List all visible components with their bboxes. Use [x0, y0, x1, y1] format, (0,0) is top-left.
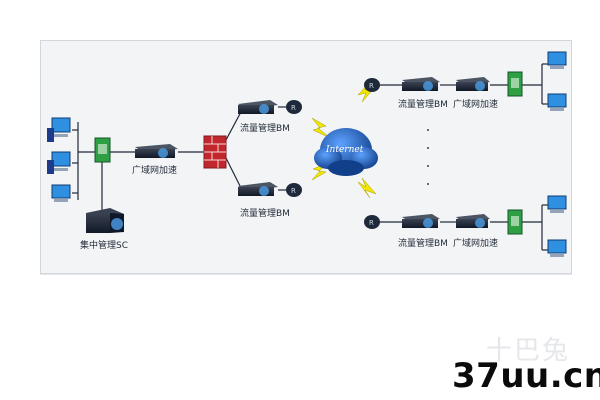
- ellipsis-dots: [427, 129, 429, 185]
- switch-icon: [94, 137, 111, 163]
- watermark-site: 37uu.cn: [452, 356, 600, 396]
- router-icon: R: [286, 183, 302, 197]
- pc-icon: [547, 239, 567, 257]
- flow-manager-right-top-label: 流量管理BM: [398, 98, 448, 110]
- flow-manager-bottom-label: 流量管理BM: [240, 207, 290, 219]
- pc-icon: [547, 93, 567, 111]
- svg-text:R: R: [291, 187, 296, 195]
- flow-manager-icon: [238, 100, 278, 114]
- svg-text:R: R: [369, 82, 374, 90]
- internet-cloud-icon: [314, 128, 378, 176]
- wan-accelerator-icon: [135, 144, 178, 158]
- switch-icon: [507, 209, 523, 235]
- router-icon: R: [286, 100, 302, 114]
- wan-accelerator-icon: [456, 77, 490, 91]
- watermark-faint: 十巴兔: [486, 336, 571, 366]
- pc-icon: [547, 195, 567, 213]
- router-icon: R: [364, 78, 380, 92]
- router-icon: R: [364, 215, 380, 229]
- firewall-icon: [203, 135, 227, 169]
- connection-lines: [72, 63, 548, 251]
- pc-icon: [47, 151, 71, 174]
- central-manager-label: 集中管理SC: [80, 239, 128, 251]
- svg-text:R: R: [369, 219, 374, 227]
- flow-manager-top-label: 流量管理BM: [240, 122, 290, 134]
- wan-accel-right-top-label: 广域网加速: [453, 98, 498, 110]
- pc-icon: [547, 51, 567, 69]
- pc-icon: [51, 184, 71, 202]
- svg-text:R: R: [291, 104, 296, 112]
- internet-label: Internet: [325, 145, 364, 155]
- flow-manager-right-bottom-label: 流量管理BM: [398, 237, 448, 249]
- central-manager-server-icon: [86, 208, 124, 233]
- flow-manager-icon: [402, 214, 440, 228]
- wan-accelerator-icon: [456, 214, 490, 228]
- pc-icon: [47, 117, 71, 142]
- wan-accel-right-bottom-label: 广域网加速: [453, 237, 498, 249]
- flow-manager-icon: [402, 77, 440, 91]
- switch-icon: [507, 71, 523, 97]
- flow-manager-icon: [238, 182, 278, 196]
- wan-accel-left-label: 广域网加速: [132, 164, 177, 176]
